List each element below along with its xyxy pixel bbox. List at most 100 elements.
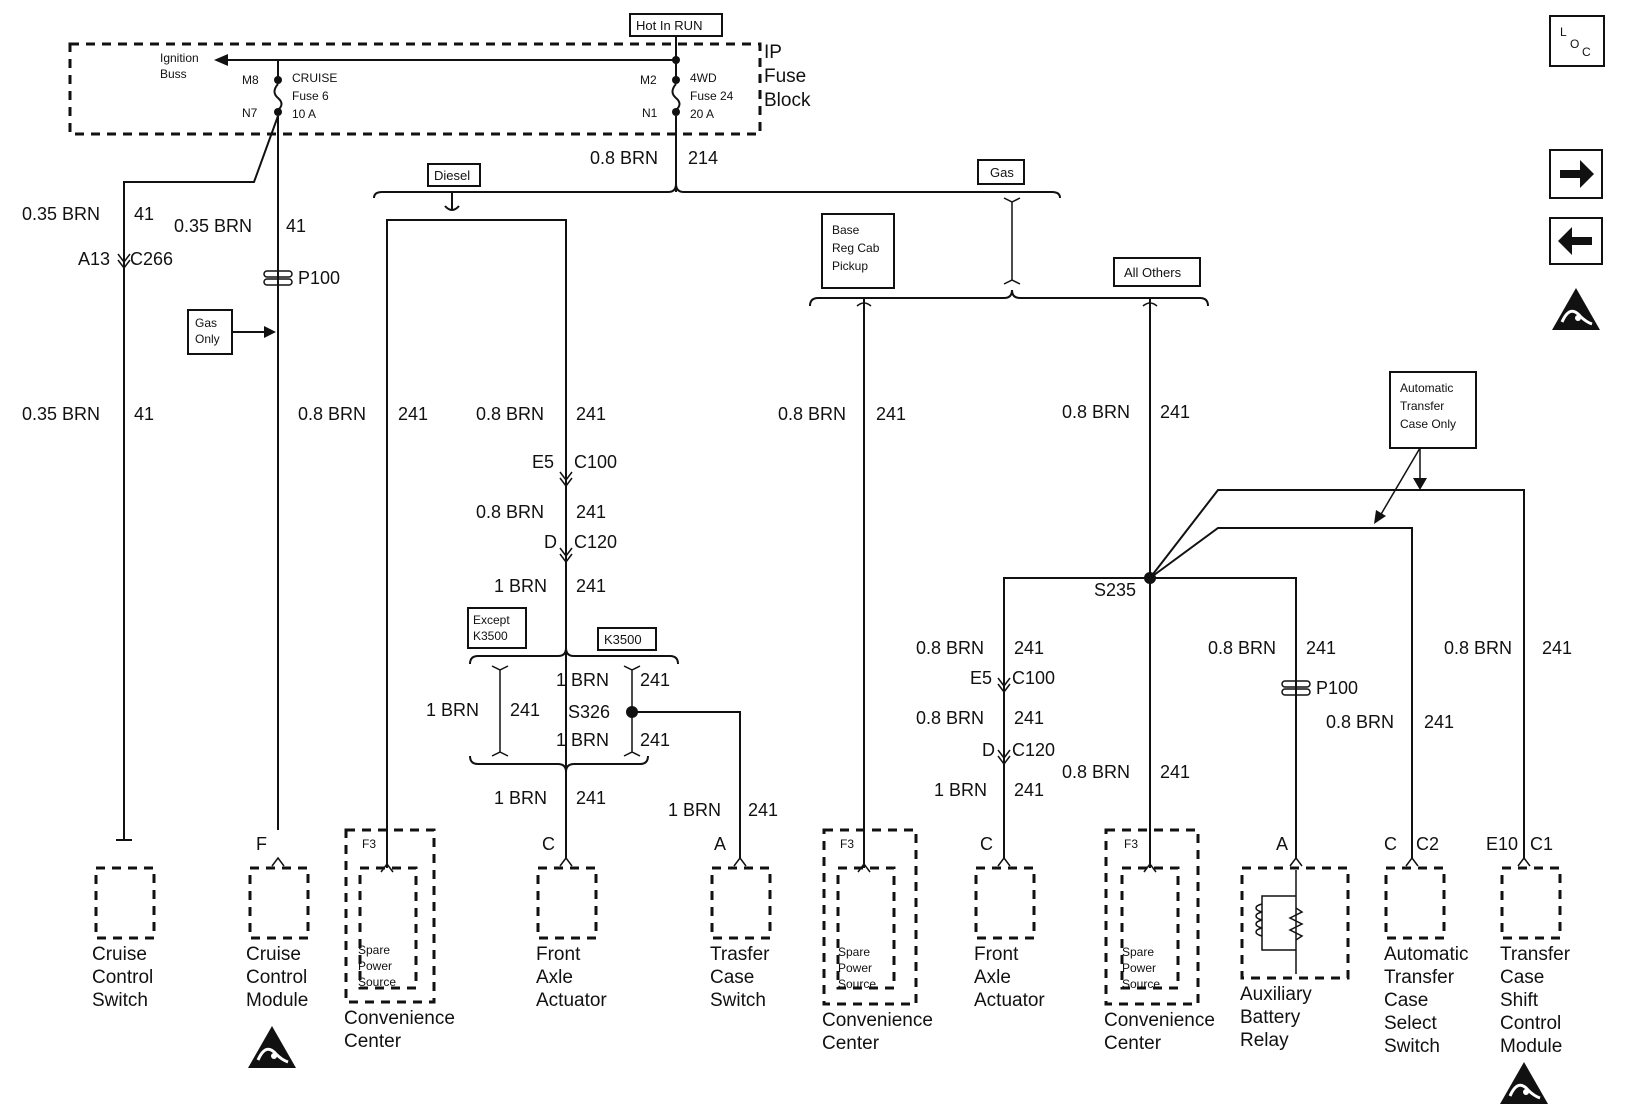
fa2-label-3: Actuator [974,990,1045,1011]
wire-241-fa2-b-circuit: 241 [1014,708,1044,728]
auxiliary-battery-relay: A Auxiliary Battery Relay [1240,834,1350,1051]
relay-coil-icon [1255,903,1263,937]
wire-241-k3500-top-gauge: 1 BRN [556,670,609,690]
tccm-label-4: Control [1500,1013,1561,1034]
transfer-case-switch: A Trasfer Case Switch [710,834,772,1011]
wire-41-b-circuit: 41 [286,216,306,236]
front-axle-actuator-1: C Front Axle Actuator [536,834,607,1011]
fa1-label-2: Axle [536,967,573,988]
atcs-label-4: Select [1384,1013,1438,1034]
esd-warning-icon [1550,286,1602,332]
4wd-fuse: M2 N1 4WD Fuse 24 20 A [640,56,734,121]
wire-241-fa1-circuit: 241 [576,788,606,808]
wire-214-circuit: 214 [688,148,718,168]
base-reg-cab-label-3: Pickup [832,259,868,273]
relay-label-3: Relay [1240,1030,1289,1051]
atcs-label-1: Automatic [1384,944,1468,965]
tccm-esd-icon [1498,1060,1550,1106]
cc3-pin: F3 [1124,837,1138,851]
hot-in-run-label: Hot In RUN [636,18,702,33]
loc-button[interactable]: L O C [1549,15,1605,67]
c100-b-name: C100 [1012,668,1055,688]
wire-241-fa2-a-gauge: 0.8 BRN [916,638,984,658]
gas-label: Gas [990,165,1014,180]
convenience-center-2: F3 Spare Power Source Convenience Center [822,828,933,1054]
wire-241-cc1-circuit: 241 [398,404,428,424]
svg-text:O: O [1570,37,1579,51]
ip-fuse-block: IP Fuse Block Hot In RUN Ignition Buss M… [68,13,811,136]
previous-page-button[interactable] [1549,217,1603,265]
fuse-block-label-3: Block [764,90,811,111]
fa2-label-1: Front [974,944,1019,965]
tcs-label-3: Switch [710,990,766,1011]
fa1-label-3: Actuator [536,990,607,1011]
wire-241-d-a-circuit: 241 [576,404,606,424]
gas-only-arrow-icon [264,326,276,338]
wire-41-c-gauge: 0.35 BRN [22,404,100,424]
wire-241-except-gauge: 1 BRN [426,700,479,720]
base-reg-cab-label-1: Base [832,223,860,237]
cc2-inner-2: Power [838,961,872,975]
cc1-inner-3: Source [358,975,396,989]
svg-text:C: C [1582,45,1591,59]
c266-pin: A13 [78,249,110,269]
atcs-label-2: Transfer [1384,967,1455,988]
fuse6-number: Fuse 6 [292,89,329,103]
relay-resistor-icon [1288,907,1304,941]
wire-241-fa1-gauge: 1 BRN [494,788,547,808]
wire-241-all-circuit: 241 [1160,402,1190,422]
cc3-label-1: Convenience [1104,1010,1215,1031]
auto-transfer-label-3: Case Only [1400,417,1456,431]
wire-241-atcs-circuit: 241 [1424,712,1454,732]
cc3-inner-3: Source [1122,977,1160,991]
wire-241-cc3-circuit: 241 [1160,762,1190,782]
wire-241-transfer-circuit: 241 [748,800,778,820]
circuit-41: 0.35 BRN 41 0.35 BRN 41 A13 C266 P100 Ga… [22,115,340,840]
wire-241-fa2-b-gauge: 0.8 BRN [916,708,984,728]
c120-a-pin: D [544,532,557,552]
wire-41-a-gauge: 0.35 BRN [22,204,100,224]
diesel-label: Diesel [434,168,470,183]
fa1-pin: C [542,834,555,854]
cc1-label-1: Convenience [344,1008,455,1029]
wire-241-d-a-gauge: 0.8 BRN [476,404,544,424]
wire-214-gauge: 0.8 BRN [590,148,658,168]
c266-name: C266 [130,249,173,269]
cc2-label-1: Convenience [822,1010,933,1031]
fuse24-bottom-cavity: N1 [642,106,658,120]
wire-241-d-c-circuit: 241 [576,576,606,596]
cruise-switch-label-2: Control [92,967,153,988]
wire-241-fa2-a-circuit: 241 [1014,638,1044,658]
cc2-inner-1: Spare [838,945,870,959]
wire-241-fa2-c-gauge: 1 BRN [934,780,987,800]
ignition-buss-label-2: Buss [160,67,187,81]
wire-241-tccm-circuit: 241 [1542,638,1572,658]
auto-transfer-label-2: Transfer [1400,399,1444,413]
cc2-label-2: Center [822,1033,880,1054]
fuse6-rating: 10 A [292,107,316,121]
ccm-pin: F [256,834,267,854]
tccm-label-5: Module [1500,1036,1562,1057]
fuse24-rating: 20 A [690,107,714,121]
tccm-pin-right: C1 [1530,834,1553,854]
c100-b-pin: E5 [970,668,992,688]
fuse6-name: CRUISE [292,71,337,85]
fuse24-name: 4WD [690,71,717,85]
except-k3500-label-1: Except [473,613,510,627]
wire-241-all-gauge: 0.8 BRN [1062,402,1130,422]
next-page-button[interactable] [1549,149,1603,199]
wire-241-k3500-top-circuit: 241 [640,670,670,690]
relay-label-2: Battery [1240,1007,1301,1028]
fuse24-top-cavity: M2 [640,73,657,87]
c120-a-name: C120 [574,532,617,552]
auto-transfer-label-1: Automatic [1400,381,1453,395]
fuse24-number: Fuse 24 [690,89,734,103]
cc3-inner-1: Spare [1122,945,1154,959]
cruise-control-module: F Cruise Control Module [246,834,310,1070]
ccm-esd-icon [246,1024,298,1070]
s326-label: S326 [568,702,610,722]
c120-b-name: C120 [1012,740,1055,760]
gas-branch: Base Reg Cab Pickup All Others 0.8 BRN 2… [778,197,1572,868]
wire-241-cc3-gauge: 0.8 BRN [1062,762,1130,782]
atcs-pin-right: C2 [1416,834,1439,854]
